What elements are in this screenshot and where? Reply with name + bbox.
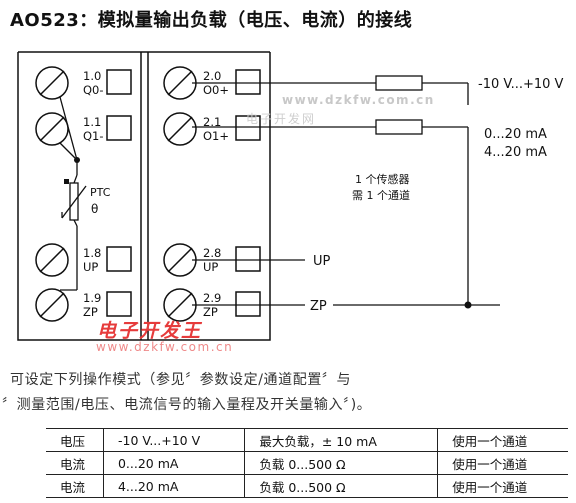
- table-cell: 负载 0...500 Ω: [244, 451, 438, 475]
- table-cell: 使用一个通道: [437, 451, 568, 475]
- zp-line-label: ZP: [310, 299, 327, 314]
- terminal-sig: ZP: [83, 305, 98, 319]
- terminal-sig: Q0-: [83, 83, 104, 97]
- table-cell: 电流: [46, 451, 104, 475]
- screw-1-9: [35, 288, 69, 322]
- wiring-diagram: 1.0 Q0- 1.1 Q1- 1.8 UP 1.9 ZP 2.0 O0+ 2.…: [17, 51, 564, 341]
- table-cell: 使用一个通道: [437, 474, 568, 498]
- voltage-range-label: -10 V...+10 V: [478, 77, 564, 92]
- description-line-1: 可设定下列操作模式（参见〞参数设定/通道配置〞与: [10, 372, 352, 388]
- table-cell: 电流: [46, 474, 104, 498]
- temperature-icon: θ: [91, 202, 98, 216]
- terminal-sig: UP: [83, 260, 98, 274]
- table-row: 电压 -10 V...+10 V 最大负载，± 10 mA 使用一个通道: [46, 428, 568, 452]
- zp-junction-dot: [464, 301, 472, 309]
- io-module: [17, 51, 271, 341]
- table-cell: 0...20 mA: [102, 451, 245, 475]
- up-line-label: UP: [313, 254, 331, 269]
- output-wiring: [192, 75, 500, 306]
- terminal-num: 1.0: [83, 69, 101, 83]
- terminal-sig: O0+: [203, 83, 229, 97]
- screw-1-0: [35, 66, 69, 100]
- description-line-2: 〞测量范围/电压、电流信号的输入量程及开关量输入〞)。: [2, 397, 372, 413]
- watermark-brand-top: 电子开发网: [246, 112, 317, 126]
- table-row: 电流 4...20 mA 负载 0...500 Ω 使用一个通道: [46, 474, 568, 498]
- terminal-num: 1.8: [83, 246, 101, 260]
- current-range-label-2: 4...20 mA: [484, 145, 547, 160]
- terminal-sig: ZP: [203, 305, 218, 319]
- table-cell: 电压: [46, 428, 104, 452]
- table-cell: -10 V...+10 V: [102, 428, 245, 452]
- table-cell: 最大负载，± 10 mA: [244, 428, 438, 452]
- table-cell: 4...20 mA: [102, 474, 245, 498]
- terminal-sig: UP: [203, 260, 218, 274]
- terminal-num: 1.1: [83, 115, 101, 129]
- terminal-num: 2.1: [203, 115, 221, 129]
- watermark-url-top: www.dzkfw.com.cn: [282, 93, 435, 107]
- sensor-note-2: 需 1 个通道: [352, 188, 410, 202]
- table-cell: 使用一个通道: [437, 428, 568, 452]
- ptc-label: PTC: [90, 186, 111, 199]
- terminal-sig: Q1-: [83, 129, 104, 143]
- current-range-label-1: 0...20 mA: [484, 127, 547, 142]
- mode-table: 电压 -10 V...+10 V 最大负载，± 10 mA 使用一个通道 电流 …: [46, 428, 568, 498]
- terminal-sig: O1+: [203, 129, 229, 143]
- table-row: 电流 0...20 mA 负载 0...500 Ω 使用一个通道: [46, 451, 568, 475]
- watermark-brand-bottom: 电子开发王: [97, 320, 203, 342]
- watermark-url-bottom: www.dzkfw.com.cn: [96, 340, 234, 354]
- screw-2-1: [163, 112, 197, 146]
- terminal-num: 2.0: [203, 69, 221, 83]
- screw-1-8: [35, 243, 69, 277]
- sensor-note-1: 1 个传感器: [355, 173, 410, 186]
- terminal-num: 2.9: [203, 291, 221, 305]
- terminal-num: 2.8: [203, 246, 221, 260]
- junction-dot: [74, 157, 80, 163]
- terminal-screws: [35, 66, 261, 322]
- page-title: AO523：模拟量输出负载（电压、电流）的接线: [10, 10, 413, 31]
- terminal-num: 1.9: [83, 291, 101, 305]
- table-cell: 负载 0...500 Ω: [244, 474, 438, 498]
- ptc-lead-mark: [64, 179, 69, 184]
